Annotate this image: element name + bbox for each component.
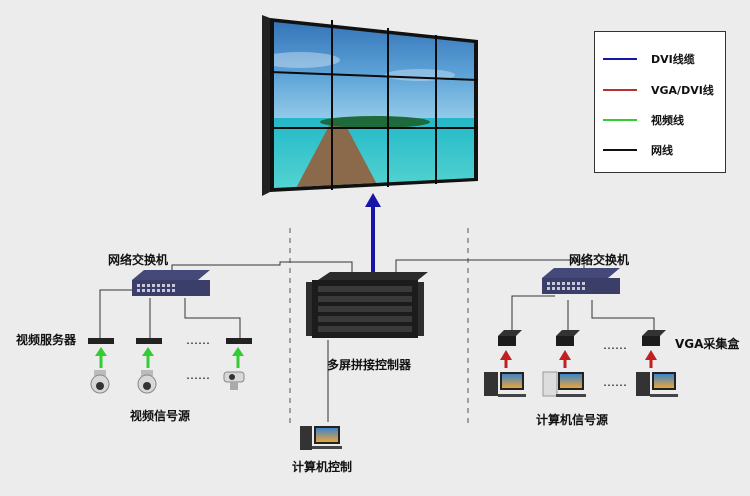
legend-swatch-video	[603, 119, 637, 121]
video-source-label: 视频信号源	[130, 409, 191, 423]
switch-right	[542, 268, 620, 294]
video-server-2	[136, 338, 162, 344]
splicing-controller	[306, 272, 428, 338]
legend-label-vga: VGA/DVI线	[651, 84, 714, 97]
video-server-3	[226, 338, 252, 344]
vga-arrows	[500, 350, 657, 368]
computer-3	[636, 372, 678, 397]
controller-label: 多屏拼接控制器	[327, 358, 412, 372]
computer-2	[542, 371, 586, 397]
video-wall	[262, 15, 479, 196]
camera-2	[137, 370, 157, 394]
legend-swatch-dvi	[603, 58, 637, 60]
computer-1	[484, 372, 526, 397]
dots-right-bottom: ……	[603, 375, 627, 389]
dvi-cable-arrow	[365, 193, 381, 272]
switch-right-label: 网络交换机	[569, 253, 630, 267]
camera-1	[90, 370, 110, 394]
divider-lines	[289, 228, 469, 425]
vga-capture-label: VGA采集盒	[675, 337, 740, 351]
control-computer	[300, 426, 342, 450]
video-server-label: 视频服务器	[16, 333, 77, 347]
legend-item-vga: VGA/DVI线	[595, 81, 725, 99]
dots-left-bottom: ……	[186, 368, 210, 382]
legend: DVI线缆 VGA/DVI线 视频线 网线	[594, 31, 726, 173]
switch-left-label: 网络交换机	[108, 253, 169, 267]
dots-right-top: ……	[603, 338, 627, 352]
legend-swatch-vga	[603, 89, 637, 91]
computer-source-label: 计算机信号源	[536, 413, 609, 427]
legend-swatch-network	[603, 149, 637, 151]
switch-left	[132, 270, 210, 296]
video-server-1	[88, 338, 114, 344]
video-arrows	[95, 347, 244, 368]
legend-label-video: 视频线	[651, 114, 684, 127]
legend-item-video: 视频线	[595, 111, 725, 129]
camera-3	[223, 371, 245, 390]
legend-item-dvi: DVI线缆	[595, 50, 725, 68]
legend-label-dvi: DVI线缆	[651, 53, 695, 66]
computer-control-label: 计算机控制	[292, 460, 353, 474]
vga-capture-box-2	[556, 330, 580, 346]
vga-capture-box-1	[498, 330, 522, 346]
legend-label-network: 网线	[651, 144, 673, 157]
vga-capture-box-3	[642, 330, 666, 346]
legend-item-network: 网线	[595, 141, 725, 159]
dots-left-top: ……	[186, 333, 210, 347]
